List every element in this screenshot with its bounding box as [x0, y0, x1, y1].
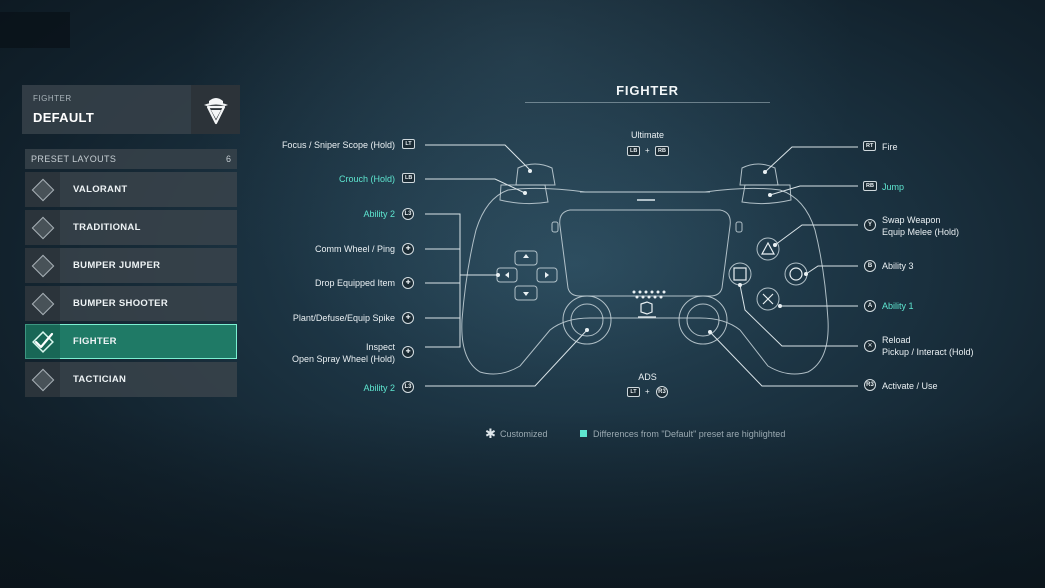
binding-dpad-left-line1: Inspect — [365, 342, 395, 352]
preset-name: DEFAULT — [33, 110, 95, 125]
preset-layouts-title: PRESET LAYOUTS — [31, 154, 117, 164]
diamond-icon — [25, 286, 60, 321]
binding-cross-label: Ability 1 — [882, 301, 914, 311]
binding-ultimate-label: Ultimate — [630, 130, 664, 140]
r3-stick-icon: R3 — [656, 386, 668, 398]
layout-label: TRADITIONAL — [73, 222, 141, 233]
binding-dpad-right-label: Drop Equipped Item — [314, 278, 395, 288]
lt-button-icon: LT — [402, 139, 415, 149]
preset-layouts-header: PRESET LAYOUTS 6 — [25, 149, 237, 169]
layout-label: BUMPER JUMPER — [73, 260, 161, 271]
binding-circle-label: Ability 3 — [882, 261, 914, 271]
lb-button-icon: LB — [627, 146, 641, 156]
diamond-icon — [25, 172, 60, 207]
legend-differences-text: Differences from "Default" preset are hi… — [593, 429, 786, 439]
binding-l3-label: Ability 2 — [363, 209, 395, 219]
agent-emblem-icon — [191, 85, 240, 134]
customized-star-icon: ✱ — [485, 426, 496, 441]
diamond-icon — [25, 362, 60, 397]
layout-item-fighter[interactable]: FIGHTER — [25, 324, 237, 359]
highlight-legend-swatch — [580, 430, 587, 437]
rb-button-icon: RB — [655, 146, 669, 156]
binding-dpad-down-label: Plant/Defuse/Equip Spike — [292, 313, 395, 323]
binding-square-line1: Reload — [882, 335, 911, 345]
layout-item-traditional[interactable]: TRADITIONAL — [25, 210, 237, 245]
binding-l3-alt-label: Ability 2 — [363, 383, 395, 393]
preset-category-label: FIGHTER — [33, 94, 72, 103]
binding-dpad-left-label: Inspect Open Spray Wheel (Hold) — [292, 341, 395, 365]
layout-label: BUMPER SHOOTER — [73, 298, 168, 309]
x-button-icon: ✕ — [864, 340, 876, 352]
lt-button-icon: LT — [627, 387, 640, 397]
diamond-icon — [25, 248, 60, 283]
diamond-icon — [25, 210, 60, 245]
layout-item-bumper-shooter[interactable]: BUMPER SHOOTER — [25, 286, 237, 321]
l3-stick-icon: L3 — [402, 381, 414, 393]
legend-customized-text: Customized — [500, 429, 548, 439]
binding-r3-label: Activate / Use — [882, 381, 938, 391]
layout-item-tactician[interactable]: TACTICIAN — [25, 362, 237, 397]
binding-triangle-line1: Swap Weapon — [882, 215, 941, 225]
current-preset-card: FIGHTER DEFAULT — [22, 85, 240, 134]
dpad-left-icon: ✚ — [402, 346, 414, 358]
rb-button-icon: RB — [863, 181, 877, 191]
layout-label: TACTICIAN — [73, 374, 127, 385]
dpad-down-icon: ✚ — [402, 312, 414, 324]
corner-panel — [0, 12, 70, 48]
binding-square-line2: Pickup / Interact (Hold) — [882, 347, 974, 357]
preset-layout-list: VALORANT TRADITIONAL BUMPER JUMPER BUMPE… — [25, 172, 237, 400]
binding-triangle-label: Swap Weapon Equip Melee (Hold) — [882, 214, 959, 238]
page-title: FIGHTER — [616, 83, 679, 98]
binding-rt-label: Fire — [882, 142, 898, 152]
dpad-up-icon: ✚ — [402, 243, 414, 255]
b-button-icon: B — [864, 260, 876, 272]
a-button-icon: A — [864, 300, 876, 312]
binding-ads-label: ADS — [638, 372, 657, 382]
preset-layouts-count: 6 — [225, 154, 231, 164]
l3-stick-icon: L3 — [402, 208, 414, 220]
plus-sign: + — [645, 146, 650, 155]
binding-lb-label: Crouch (Hold) — [338, 174, 395, 184]
layout-label: FIGHTER — [73, 336, 117, 347]
checkmark-icon — [25, 324, 60, 359]
binding-lt-label: Focus / Sniper Scope (Hold) — [281, 140, 395, 150]
rt-button-icon: RT — [863, 141, 877, 151]
dpad-right-icon: ✚ — [402, 277, 414, 289]
binding-square-label: Reload Pickup / Interact (Hold) — [882, 334, 974, 358]
plus-sign: + — [645, 387, 650, 396]
lb-button-icon: LB — [402, 173, 416, 183]
title-divider — [525, 102, 770, 103]
layout-label: VALORANT — [73, 184, 128, 195]
y-button-icon: Y — [864, 219, 876, 231]
binding-rb-label: Jump — [882, 182, 905, 192]
r3-stick-icon: R3 — [864, 379, 876, 391]
layout-item-valorant[interactable]: VALORANT — [25, 172, 237, 207]
binding-dpad-up-label: Comm Wheel / Ping — [314, 244, 395, 254]
binding-dpad-left-line2: Open Spray Wheel (Hold) — [291, 354, 395, 364]
binding-triangle-line2: Equip Melee (Hold) — [882, 227, 960, 237]
layout-item-bumper-jumper[interactable]: BUMPER JUMPER — [25, 248, 237, 283]
